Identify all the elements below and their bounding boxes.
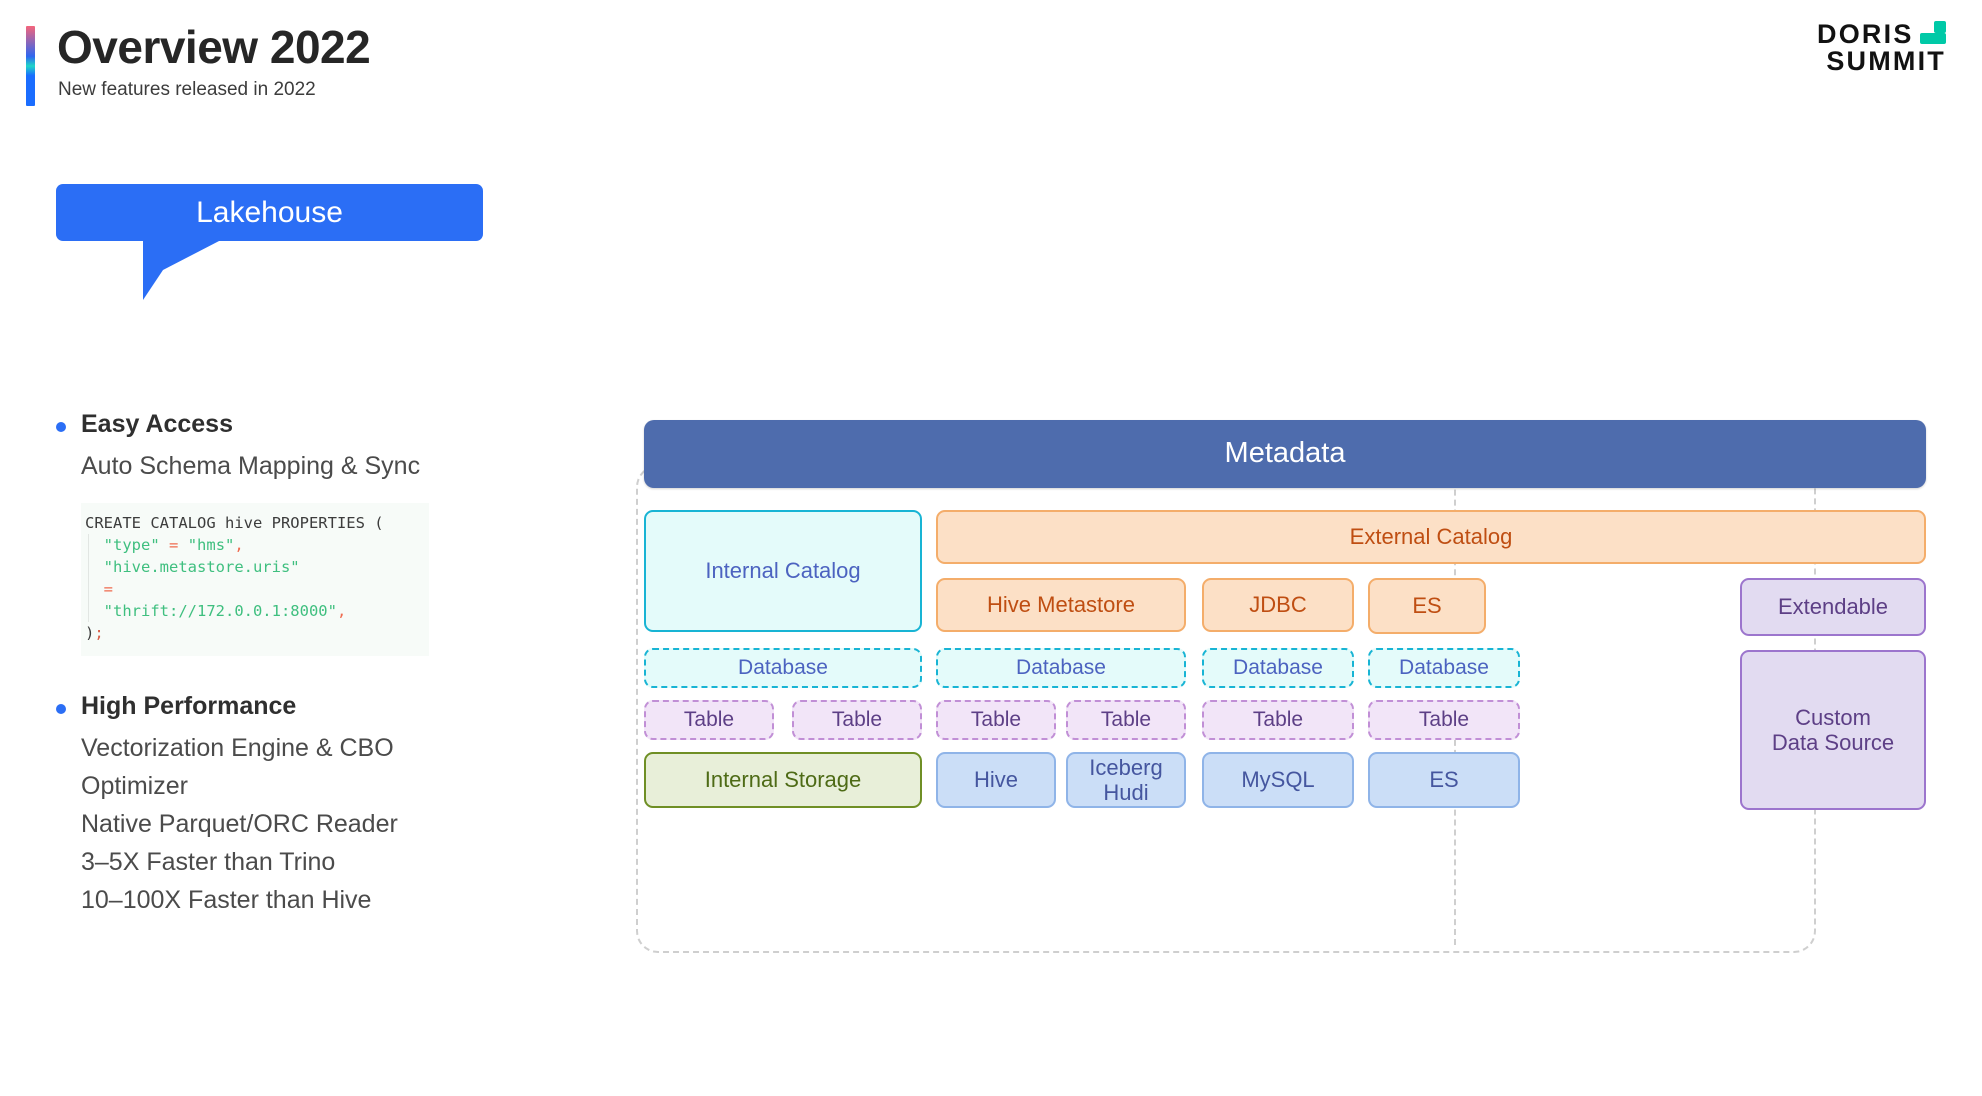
lakehouse-banner-label: Lakehouse — [196, 195, 343, 229]
accent-bar — [26, 26, 35, 106]
node-jdbc: JDBC — [1202, 578, 1354, 632]
doris-summit-logo: DORIS SUMMIT — [1817, 20, 1946, 75]
code-line-5: "thrift://172.0.0.1:8000", — [81, 600, 429, 622]
node-database-jdbc: Database — [1202, 648, 1354, 688]
banner-tail — [143, 240, 221, 300]
node-database-hive: Database — [936, 648, 1186, 688]
node-table: Table — [1368, 700, 1520, 740]
node-hive-metastore: Hive Metastore — [936, 578, 1186, 632]
bullet-high-performance-label: High Performance — [81, 692, 297, 720]
node-table-label: Table — [683, 708, 735, 732]
bullet-easy-access-label: Easy Access — [81, 410, 233, 438]
code-token-eq-2: = — [103, 580, 114, 598]
node-database-label: Database — [1016, 656, 1106, 680]
node-es-connector: ES — [1368, 578, 1486, 634]
code-block: CREATE CATALOG hive PROPERTIES ( "type" … — [81, 503, 429, 656]
code-token-close-paren: ) — [85, 624, 95, 642]
page-title: Overview 2022 — [57, 21, 371, 73]
node-table-label: Table — [970, 708, 1022, 732]
node-database-internal: Database — [644, 648, 922, 688]
code-line-1: CREATE CATALOG hive PROPERTIES ( — [81, 512, 429, 534]
node-internal-storage: Internal Storage — [644, 752, 922, 808]
node-database-es: Database — [1368, 648, 1520, 688]
node-external-catalog-label: External Catalog — [1349, 524, 1513, 550]
node-custom-label-2: Data Source — [1771, 730, 1895, 755]
node-hive-metastore-label: Hive Metastore — [987, 592, 1135, 618]
node-database-label: Database — [738, 656, 828, 680]
sub-line-hive: 10–100X Faster than Hive — [81, 886, 372, 914]
dashed-connector-line — [1454, 720, 1456, 945]
node-es-storage-label: ES — [1429, 767, 1459, 793]
node-es-connector-label: ES — [1412, 593, 1442, 619]
lakehouse-architecture-diagram: Metadata Internal Catalog External Catal… — [636, 420, 1956, 960]
node-table-label: Table — [1252, 708, 1304, 732]
node-metadata: Metadata — [644, 420, 1926, 488]
node-extendable: Extendable — [1740, 578, 1926, 636]
node-external-catalog: External Catalog — [936, 510, 1926, 564]
code-token-eq-1: = — [169, 536, 179, 554]
code-line-6: ); — [81, 622, 429, 644]
node-extendable-label: Extendable — [1777, 594, 1889, 620]
node-hive-storage: Hive — [936, 752, 1056, 808]
node-table: Table — [1066, 700, 1186, 740]
logo-word-doris: DORIS — [1817, 19, 1914, 49]
left-content-column: Easy Access Auto Schema Mapping & Sync C… — [56, 410, 526, 924]
sub-line-parquet-orc: Native Parquet/ORC Reader — [81, 810, 398, 838]
node-table-label: Table — [1100, 708, 1152, 732]
node-internal-catalog: Internal Catalog — [644, 510, 922, 632]
logo-mark-icon — [1920, 20, 1946, 46]
code-token-comma-2: , — [336, 602, 347, 620]
sub-line-auto-schema: Auto Schema Mapping & Sync — [81, 452, 421, 480]
node-table: Table — [936, 700, 1056, 740]
node-jdbc-label: JDBC — [1249, 592, 1307, 618]
logo-word-summit: SUMMIT — [1826, 46, 1946, 76]
node-table: Table — [644, 700, 774, 740]
code-line-2: "type" = "hms", — [81, 534, 429, 556]
node-table: Table — [792, 700, 922, 740]
node-iceberg-hudi: Iceberg Hudi — [1066, 752, 1186, 808]
node-es-storage: ES — [1368, 752, 1520, 808]
code-line-3: "hive.metastore.uris" — [81, 556, 429, 578]
node-custom-label-1: Custom — [1795, 704, 1871, 730]
lakehouse-banner: Lakehouse — [56, 184, 483, 241]
node-database-label: Database — [1399, 656, 1489, 680]
node-mysql: MySQL — [1202, 752, 1354, 808]
node-custom-data-source: Custom Data Source — [1740, 650, 1926, 810]
code-token-key1: "type" — [103, 536, 160, 554]
code-token-key2: "hive.metastore.uris" — [103, 558, 300, 576]
code-token-val2: "thrift://172.0.0.1:8000" — [103, 602, 337, 620]
page-header: Overview 2022 New features released in 2… — [0, 0, 1982, 140]
node-metadata-label: Metadata — [1224, 437, 1346, 470]
bullet-high-performance: High Performance — [56, 692, 526, 721]
page-subtitle: New features released in 2022 — [58, 79, 316, 100]
node-table-label: Table — [1418, 708, 1470, 732]
sub-line-vectorization: Vectorization Engine & CBO — [81, 734, 394, 762]
logo-line-1: DORIS — [1817, 20, 1946, 48]
sub-line-optimizer: Optimizer — [81, 772, 188, 800]
node-table: Table — [1202, 700, 1354, 740]
sub-line-trino: 3–5X Faster than Trino — [81, 848, 336, 876]
node-hudi-label: Hudi — [1103, 780, 1149, 805]
bullet-dot-icon — [56, 422, 66, 432]
node-mysql-label: MySQL — [1241, 767, 1315, 793]
code-line-4: = — [81, 578, 429, 600]
node-iceberg-label: Iceberg — [1089, 754, 1163, 780]
node-internal-storage-label: Internal Storage — [704, 767, 862, 793]
bullet-easy-access: Easy Access — [56, 410, 526, 439]
node-table-label: Table — [831, 708, 883, 732]
logo-line-2: SUMMIT — [1817, 48, 1946, 75]
code-token-comma-1: , — [234, 536, 244, 554]
node-internal-catalog-label: Internal Catalog — [705, 558, 861, 584]
code-token-semicolon: ; — [94, 624, 104, 642]
bullet-dot-icon — [56, 704, 66, 714]
code-token-val1: "hms" — [187, 536, 235, 554]
code-token-keyword: CREATE CATALOG hive PROPERTIES ( — [85, 514, 384, 532]
node-hive-storage-label: Hive — [973, 767, 1018, 793]
node-database-label: Database — [1233, 656, 1323, 680]
